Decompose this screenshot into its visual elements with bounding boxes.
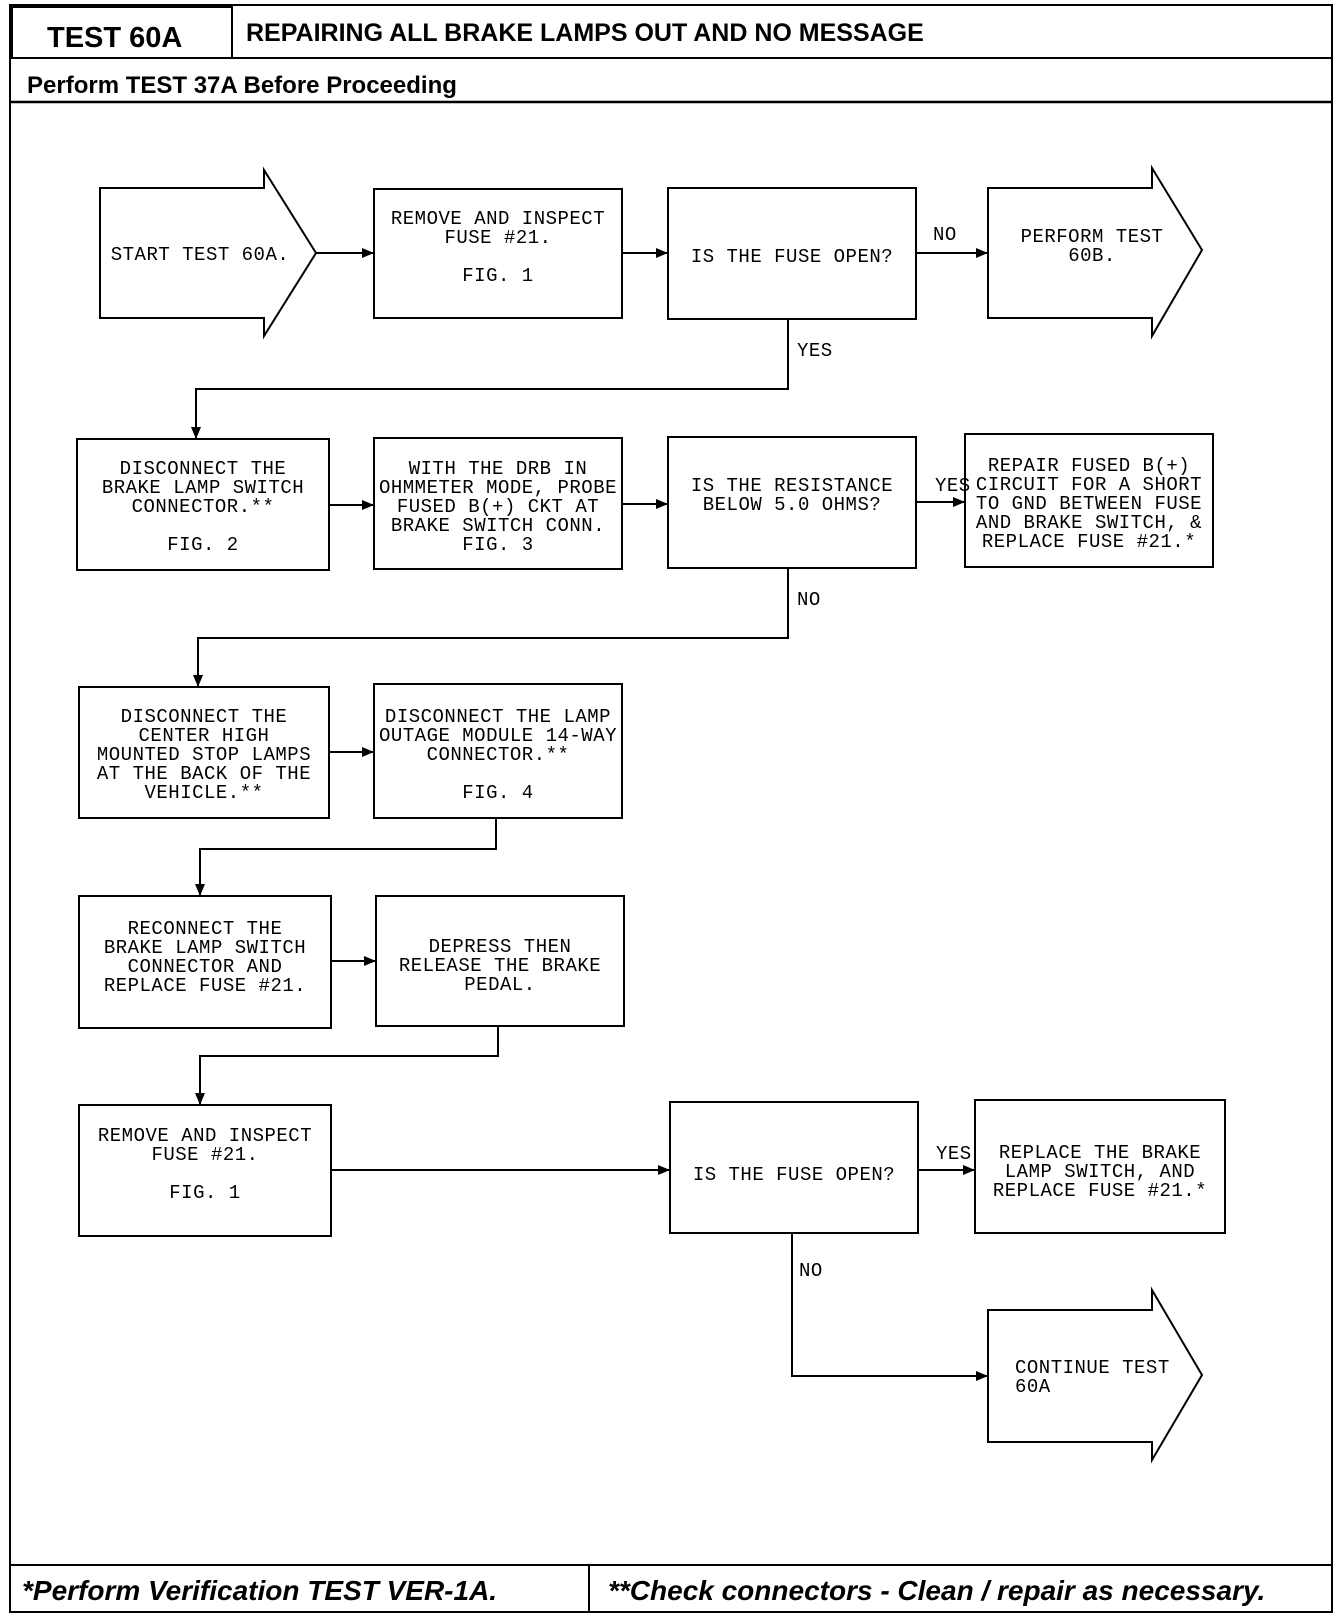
- node-text-line: MOUNTED STOP LAMPS: [97, 744, 311, 766]
- node-text-line: FIG. 4: [462, 782, 533, 804]
- lamp-outage-box: [373, 683, 623, 819]
- edge-decision2-no: [791, 1233, 988, 1381]
- node-text-line: CENTER HIGH: [139, 725, 270, 747]
- node-text-line: OUTAGE MODULE 14-WAY: [379, 725, 617, 747]
- footer-verification-note: *Perform Verification TEST VER-1A.: [22, 1575, 497, 1606]
- node-text-line: FIG. 2: [167, 534, 238, 556]
- node-text-line: IS THE FUSE OPEN?: [691, 246, 893, 268]
- edge-resistance-no: [193, 568, 789, 687]
- start-arrow-shape: [99, 166, 318, 340]
- node-text-line: BRAKE LAMP SWITCH: [104, 937, 306, 959]
- label-yes-fuse-open: YES: [797, 340, 833, 362]
- node-text-line: CONNECTOR.**: [427, 744, 570, 766]
- node-text-line: FUSE #21.: [444, 227, 551, 249]
- node-text-line: DISCONNECT THE: [121, 706, 288, 728]
- node-text-line: LAMP SWITCH, AND: [1005, 1161, 1195, 1183]
- node-text-line: REMOVE AND INSPECT: [391, 208, 605, 230]
- prerequisite-note: Perform TEST 37A Before Proceeding: [27, 72, 457, 99]
- node-text-line: DISCONNECT THE LAMP: [385, 706, 611, 728]
- node-text-line: VEHICLE.**: [144, 782, 263, 804]
- node-text-line: CONNECTOR AND: [128, 956, 283, 978]
- node-text-line: FIG. 1: [462, 265, 533, 287]
- label-no-fuse-open-2: NO: [799, 1260, 823, 1282]
- node-text-line: IS THE FUSE OPEN?: [693, 1164, 895, 1186]
- fuse-open-decision-2: [669, 1101, 919, 1234]
- edge-depress-to-remove2: [195, 1026, 499, 1105]
- fuse-open-question-1: IS THE FUSE OPEN?: [691, 246, 893, 268]
- node-text-line: 60A: [1015, 1376, 1051, 1398]
- node-text-line: BRAKE LAMP SWITCH: [102, 477, 304, 499]
- node-text-line: AT THE BACK OF THE: [97, 763, 311, 785]
- start-test-label: START TEST 60A.: [111, 244, 290, 266]
- node-text-line: RECONNECT THE: [128, 918, 283, 940]
- node-text-line: TO GND BETWEEN FUSE: [976, 493, 1202, 515]
- continue-60a-arrow-shape: [987, 1286, 1204, 1464]
- node-text-line: 60B.: [1068, 245, 1116, 267]
- node-text-line: REMOVE AND INSPECT: [98, 1125, 312, 1147]
- node-text-line: RELEASE THE BRAKE: [399, 955, 601, 977]
- node-text-line: PERFORM TEST: [1021, 226, 1164, 248]
- node-text-line: IS THE RESISTANCE: [691, 475, 893, 497]
- page-title: REPAIRING ALL BRAKE LAMPS OUT AND NO MES…: [246, 19, 924, 47]
- node-text-line: REPLACE FUSE #21.*: [993, 1180, 1207, 1202]
- label-no-resistance: NO: [797, 589, 821, 611]
- node-text-line: PEDAL.: [464, 974, 535, 996]
- node-text-line: CONNECTOR.**: [132, 496, 275, 518]
- edge-outage-to-reconnect: [195, 818, 497, 896]
- node-text-line: CONTINUE TEST: [1015, 1357, 1170, 1379]
- node-text-line: START TEST 60A.: [111, 244, 290, 266]
- edge-decision1-yes: [191, 319, 789, 439]
- label-yes-fuse-open-2: YES: [936, 1143, 972, 1165]
- node-text-line: REPLACE FUSE #21.: [104, 975, 306, 997]
- node-text-line: FUSED B(+) CKT AT: [397, 496, 599, 518]
- replace-switch-box: [974, 1099, 1226, 1234]
- page-frame: [9, 4, 1333, 1613]
- depress-pedal-box: [375, 895, 625, 1027]
- node-text-line: CIRCUIT FOR A SHORT: [976, 474, 1202, 496]
- fuse-open-question-2: IS THE FUSE OPEN?: [693, 1164, 895, 1186]
- node-text-line: WITH THE DRB IN: [409, 458, 588, 480]
- node-text-line: FIG. 3: [462, 534, 533, 556]
- test-id: TEST 60A: [47, 22, 182, 54]
- node-text-line: DEPRESS THEN: [429, 936, 572, 958]
- repair-circuit-box: [964, 433, 1214, 568]
- node-text-line: FIG. 1: [169, 1182, 240, 1204]
- label-yes-resistance: YES: [935, 475, 971, 497]
- node-text-line: DISCONNECT THE: [120, 458, 287, 480]
- footer-connector-note: **Check connectors - Clean / repair as n…: [608, 1575, 1265, 1606]
- node-text-line: BELOW 5.0 OHMS?: [703, 494, 882, 516]
- node-text-line: REPAIR FUSED B(+): [988, 455, 1190, 477]
- perform-60b-arrow-shape: [987, 164, 1204, 340]
- node-text-line: REPLACE THE BRAKE: [999, 1142, 1201, 1164]
- node-text-line: BRAKE SWITCH CONN.: [391, 515, 605, 537]
- label-no-fuse-open: NO: [933, 224, 957, 246]
- node-text-line: AND BRAKE SWITCH, &: [976, 512, 1202, 534]
- node-text-line: OHMMETER MODE, PROBE: [379, 477, 617, 499]
- node-text-line: FUSE #21.: [151, 1144, 258, 1166]
- node-text-line: REPLACE FUSE #21.*: [982, 531, 1196, 553]
